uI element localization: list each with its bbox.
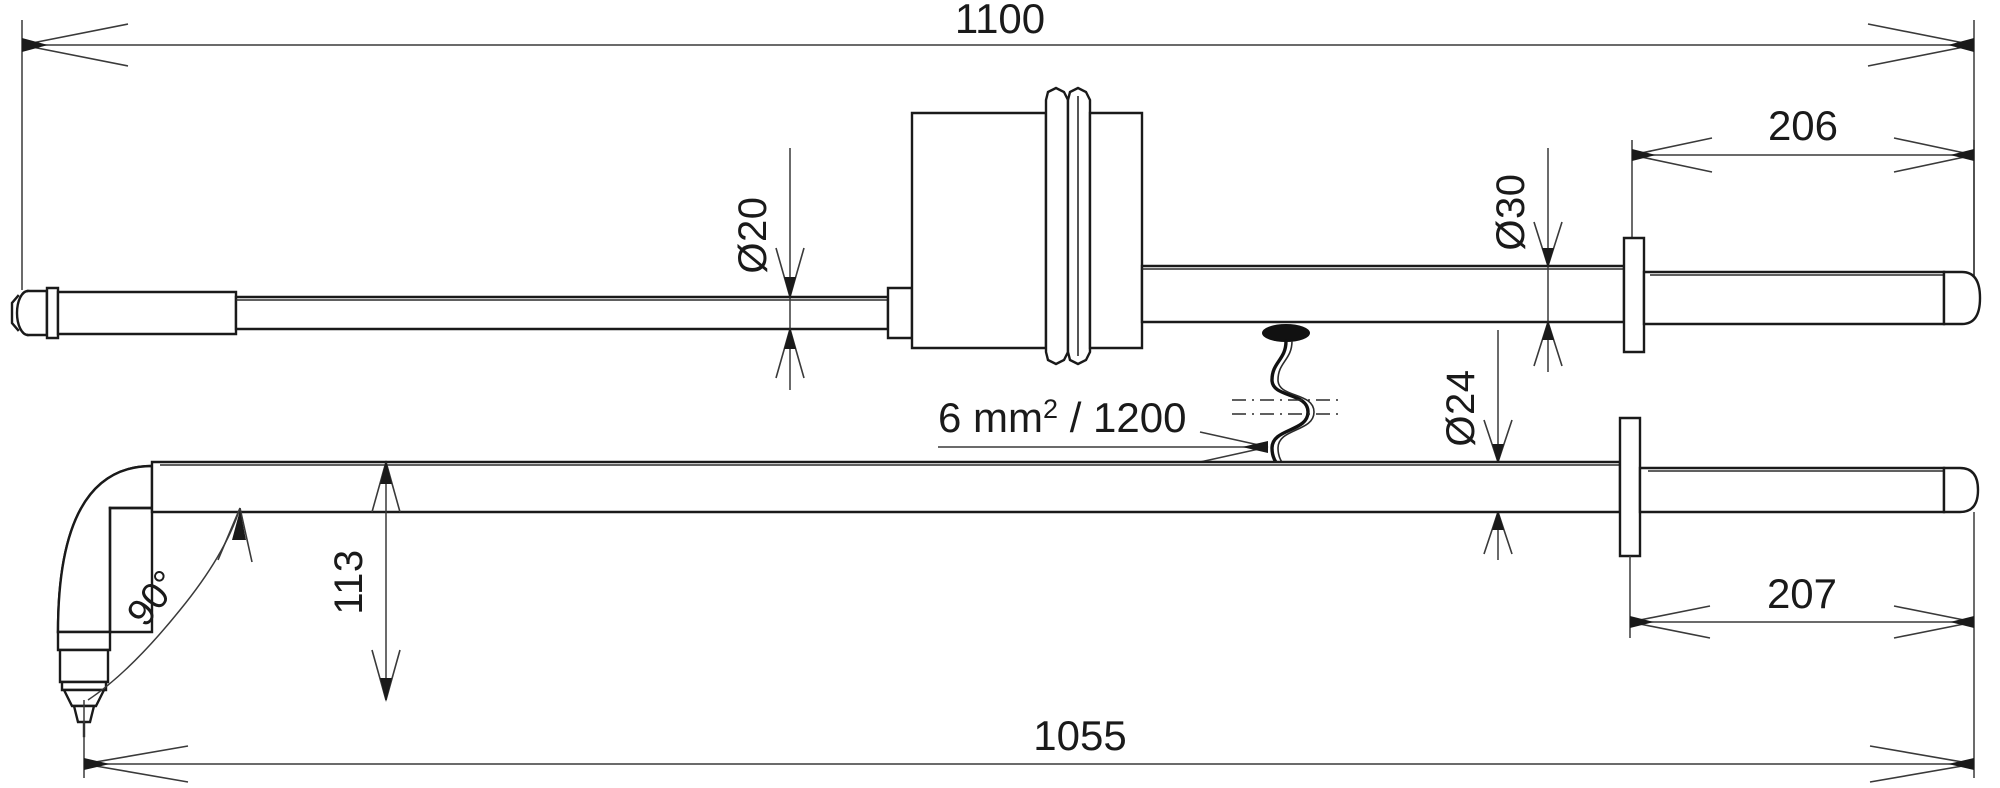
dimension-value-207: 207 <box>1767 570 1837 617</box>
housing-right-block-top <box>1088 111 1144 350</box>
top-view-assembly <box>10 86 1982 366</box>
flange-disc-top <box>1622 236 1646 354</box>
left-tip-top <box>10 286 60 340</box>
dimension-diameter-24: Ø24 <box>1439 330 1513 560</box>
arrowhead-206-right <box>1893 137 1975 173</box>
handle-end-cap-top <box>1942 270 1982 326</box>
dimension-height-113: 113 <box>327 460 401 702</box>
dimension-diameter-30: Ø30 <box>1489 148 1563 372</box>
housing-rib-1-top <box>1044 86 1070 366</box>
dimension-value-113: 113 <box>327 549 371 614</box>
dimension-right-bottom-207: 207 <box>1629 512 1975 639</box>
tip-point-top <box>10 294 20 332</box>
arrowtip-206-left <box>1632 149 1656 161</box>
arrowtip-207-right <box>1950 616 1974 628</box>
housing-rib-2-top <box>1066 86 1092 366</box>
tip-collar-body-top <box>26 289 49 337</box>
shaft-step-collar-top <box>886 286 914 340</box>
handle-end-cap-bottom <box>1942 466 1980 514</box>
arrowtip-207-left <box>1630 616 1654 628</box>
arrowhead-right-top <box>1867 23 1975 67</box>
arrowtip-d30-bottom <box>1542 320 1554 340</box>
arrowtip-angle <box>232 510 246 540</box>
elbow-leg-ring-1 <box>56 630 112 652</box>
annotation-cable-spec: 6 mm2 / 1200 <box>938 394 1269 463</box>
dimension-value-206: 206 <box>1768 102 1838 149</box>
elbow-leg-taper <box>62 688 106 708</box>
arrowtip-206-right <box>1950 149 1974 161</box>
arrowhead-angle <box>217 507 253 563</box>
arrowtip-d20-top <box>784 277 796 299</box>
cable-wire-outer <box>1270 339 1310 486</box>
arrowtip-d30-top <box>1542 248 1554 268</box>
grip-sleeve-top <box>56 290 238 336</box>
shaft-right-top <box>1140 264 1626 324</box>
dimension-overall-bottom: 1055 <box>83 638 1975 783</box>
arrowhead-206-left <box>1631 137 1713 173</box>
arrowtip-d20-bottom <box>784 327 796 349</box>
arrowhead-1055-left <box>83 745 189 783</box>
arrowhead-207-left <box>1629 605 1711 639</box>
dimension-value-d24: Ø24 <box>1439 369 1483 446</box>
arrowtip-right-top <box>1948 38 1974 52</box>
cable-spec-superscript: 2 <box>1043 394 1058 424</box>
arrowhead-1055-right <box>1869 745 1975 783</box>
cable-spec-main: 6 mm <box>938 394 1043 441</box>
cable-wire-inner <box>1277 340 1315 485</box>
arrowtip-1055-left <box>84 758 110 770</box>
dimension-diameter-20: Ø20 <box>731 148 805 390</box>
dimension-value-d20: Ø20 <box>731 196 775 273</box>
dimension-value-1100: 1100 <box>955 0 1045 42</box>
elbow-leg-ring-2 <box>58 648 110 684</box>
arrowhead-207-right <box>1893 605 1975 639</box>
arrowtip-cable-spec <box>1242 441 1268 453</box>
dimension-overall-top: 1100 <box>21 0 1975 290</box>
shaft-lower <box>150 460 1622 514</box>
dimension-value-1055: 1055 <box>1033 712 1126 759</box>
arrowtip-1055-right <box>1948 758 1974 770</box>
elbow-leg-body <box>60 680 108 692</box>
bottom-view-assembly <box>56 416 1980 738</box>
arrowtip-d24-bottom <box>1492 510 1504 530</box>
arrowtip-113-bottom <box>380 678 392 702</box>
tip-ring-top <box>45 286 60 340</box>
annotation-cable-spec-text: 6 mm2 / 1200 <box>938 394 1186 441</box>
handle-shaft-top <box>1642 270 1946 326</box>
dimension-right-top-206: 206 <box>1631 102 1975 290</box>
flange-disc-bottom <box>1618 416 1642 558</box>
arrowtip-left-top <box>22 38 48 52</box>
arrowhead-left-top <box>21 23 129 67</box>
housing-body-top <box>910 111 1048 350</box>
cable-terminal-top <box>1262 324 1310 342</box>
cable-spec-tail: / 1200 <box>1058 394 1186 441</box>
arrowtip-d24-top <box>1492 444 1504 464</box>
dimension-value-d30: Ø30 <box>1489 173 1533 250</box>
arrowtip-113-top <box>380 460 392 484</box>
handle-shaft-bottom <box>1638 466 1946 514</box>
housing-ribs-top <box>1044 86 1092 366</box>
